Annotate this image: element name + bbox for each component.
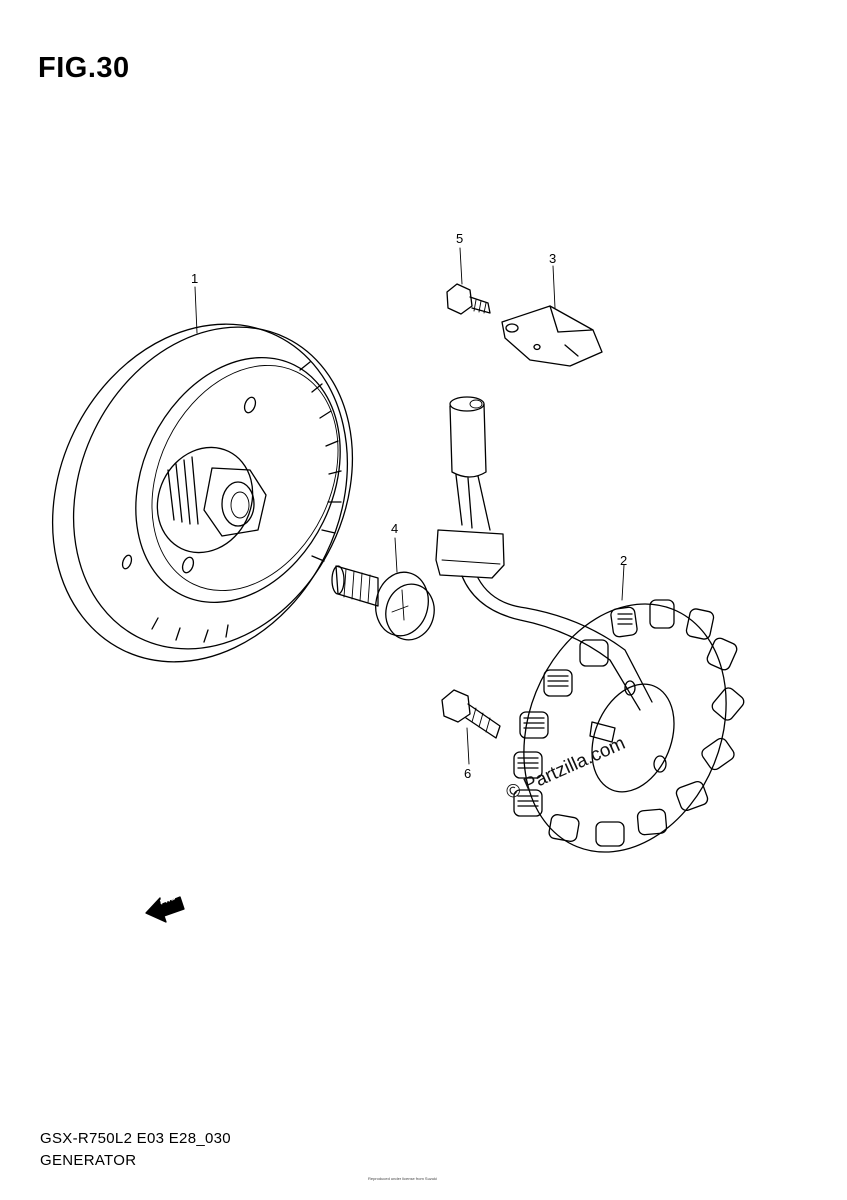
callout-3: 3	[549, 251, 557, 266]
section-name: GENERATOR	[40, 1152, 137, 1169]
callout-4: 4	[391, 521, 399, 536]
bolt-part-4[interactable]	[331, 565, 439, 644]
callout-6: 6	[464, 766, 472, 781]
stator-part-2[interactable]	[435, 396, 762, 883]
callout-1: 1	[191, 271, 199, 286]
rotor-part-1[interactable]	[0, 274, 405, 711]
bracket-part-3[interactable]	[501, 305, 603, 367]
figure-title: FIG.30	[38, 52, 130, 84]
callout-2: 2	[620, 553, 628, 568]
model-code: GSX-R750L2 E03 E28_030	[40, 1130, 231, 1147]
bolt-part-5[interactable]	[446, 283, 491, 315]
copyright-note: Reproduced under license from Suzuki	[368, 1176, 437, 1181]
forward-arrow-icon	[145, 896, 185, 923]
callout-5: 5	[456, 231, 464, 246]
bolt-part-6[interactable]	[441, 689, 501, 739]
